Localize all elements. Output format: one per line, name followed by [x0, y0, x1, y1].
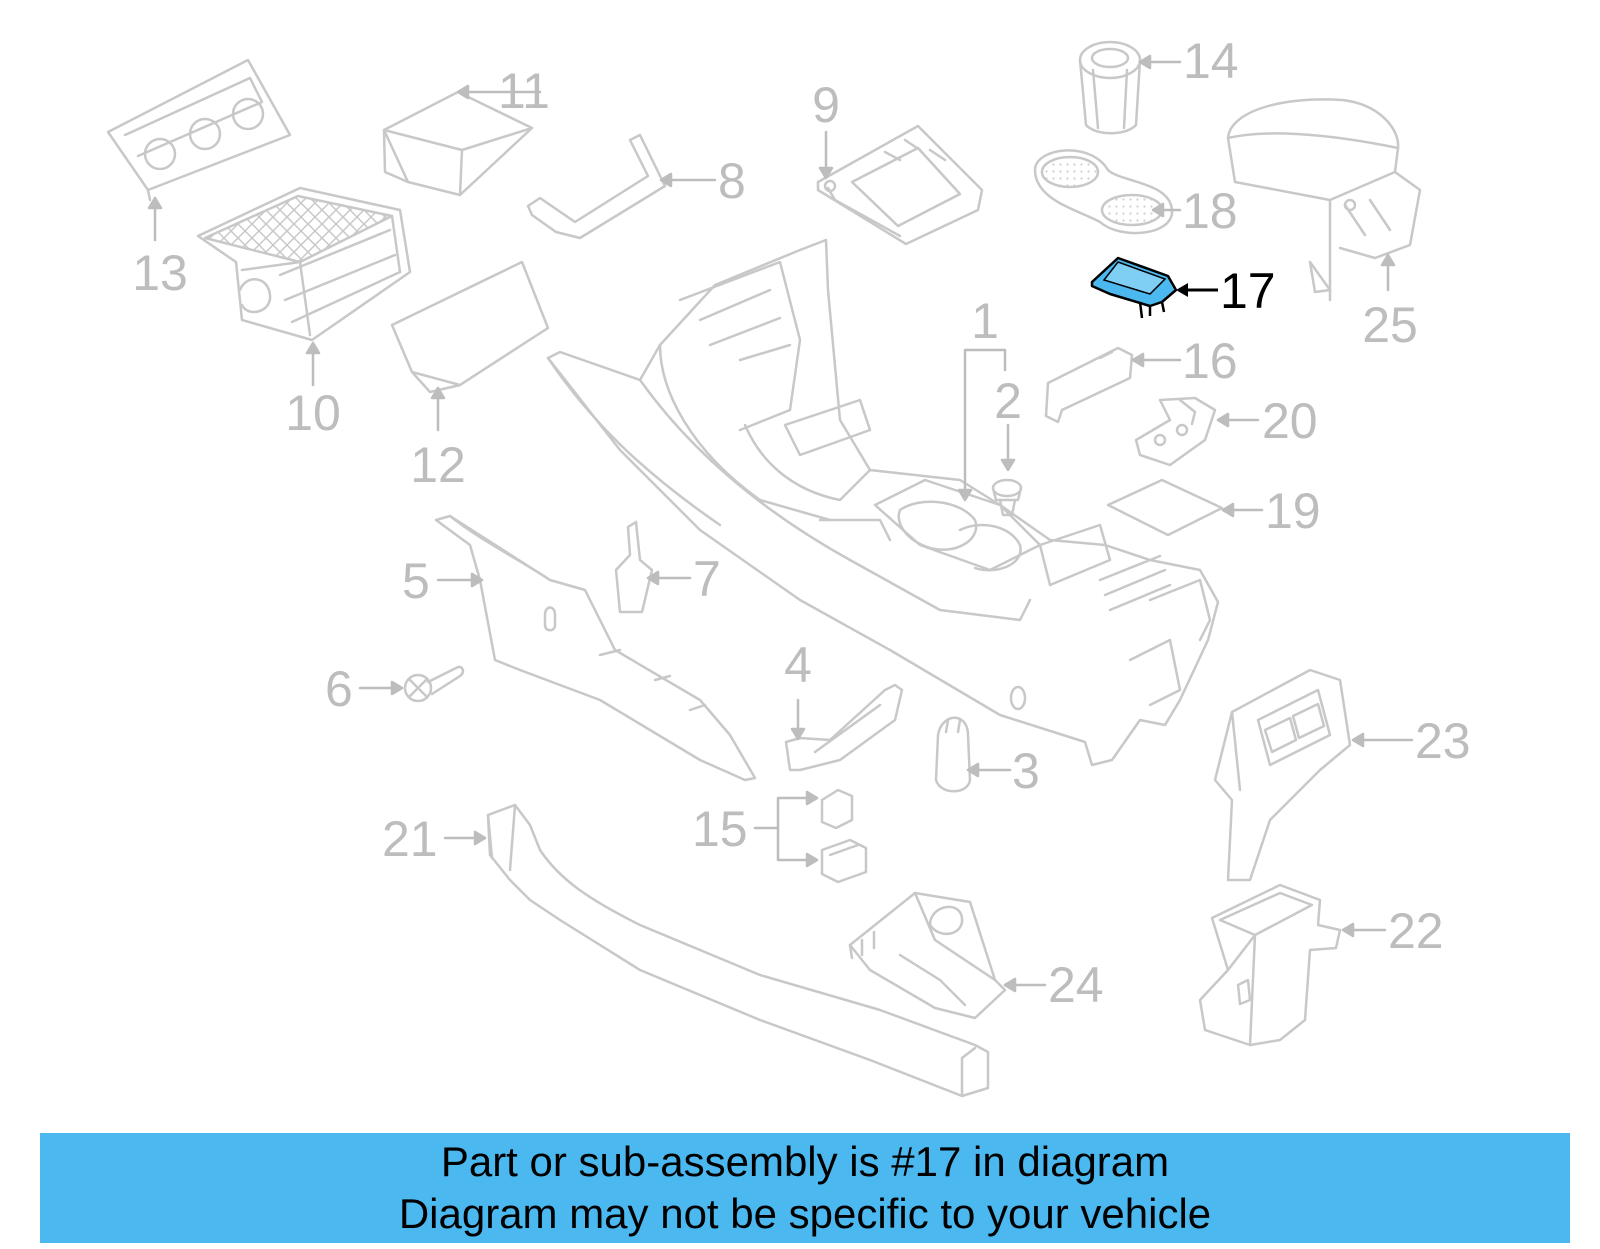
callout-label-2: 2	[994, 373, 1022, 429]
callout-label-5: 5	[402, 553, 430, 609]
part-1-center-console	[546, 238, 1220, 767]
callout-label-9: 9	[812, 77, 840, 133]
part-4-lower-bracket	[784, 683, 904, 772]
part-25-armrest	[1226, 98, 1422, 302]
banner-line-part: Part or sub-assembly is #17 in diagram	[440, 1138, 1170, 1185]
part-24-shifter-housing	[848, 891, 1007, 1020]
part-15-clips	[820, 788, 868, 884]
callout-label-17[interactable]: 17	[1220, 263, 1276, 319]
part-22-rear-duct	[1198, 883, 1342, 1047]
part-18-cup-mat	[1033, 149, 1174, 235]
part-5-side-trim	[434, 514, 757, 782]
info-banner: Part or sub-assembly is #17 in diagram D…	[40, 1133, 1570, 1243]
callout-label-24: 24	[1048, 957, 1104, 1013]
callout-label-8: 8	[718, 153, 746, 209]
part-16-slide-bracket	[1044, 346, 1134, 424]
callout-label-20: 20	[1262, 393, 1318, 449]
part-21-duct	[486, 803, 990, 1098]
callout-label-7: 7	[693, 551, 721, 607]
part-6-screw	[403, 665, 465, 703]
part-13-switch-panel	[106, 58, 292, 202]
part-19-pad	[1106, 478, 1224, 537]
callout-label-1: 1	[971, 293, 999, 349]
part-23-rear-vent	[1213, 668, 1352, 882]
part-3-cap	[934, 716, 972, 793]
part-17-highlighted[interactable]	[1090, 256, 1218, 319]
callout-label-12: 12	[410, 437, 466, 493]
banner-line-disclaimer: Diagram may not be specific to your vehi…	[398, 1190, 1212, 1237]
part-11-bin	[382, 90, 534, 197]
part-12-cover-panel	[390, 260, 550, 394]
callout-label-23: 23	[1415, 713, 1471, 769]
part-10-storage-tray	[196, 186, 412, 342]
part-7-small-bracket	[614, 520, 654, 614]
part-8-bracket	[526, 133, 667, 240]
callout-label-4: 4	[784, 637, 812, 693]
part-14-cup-insert	[1078, 40, 1142, 135]
callout-label-21: 21	[382, 811, 438, 867]
leader-lines	[147, 54, 1414, 993]
callout-label-18: 18	[1182, 183, 1238, 239]
part-9-shifter-surround	[816, 124, 984, 246]
callout-label-14: 14	[1183, 33, 1239, 89]
callout-label-15: 15	[692, 801, 748, 857]
callout-label-16: 16	[1182, 333, 1238, 389]
callout-label-10: 10	[285, 385, 341, 441]
callout-label-11: 11	[498, 63, 550, 119]
callout-label-19: 19	[1265, 483, 1321, 539]
callout-label-13: 13	[132, 245, 188, 301]
callout-label-22: 22	[1388, 903, 1444, 959]
callout-label-25: 25	[1362, 297, 1418, 353]
callout-label-6: 6	[325, 661, 353, 717]
callout-label-3: 3	[1012, 743, 1040, 799]
part-20-clip-bracket	[1134, 396, 1217, 467]
